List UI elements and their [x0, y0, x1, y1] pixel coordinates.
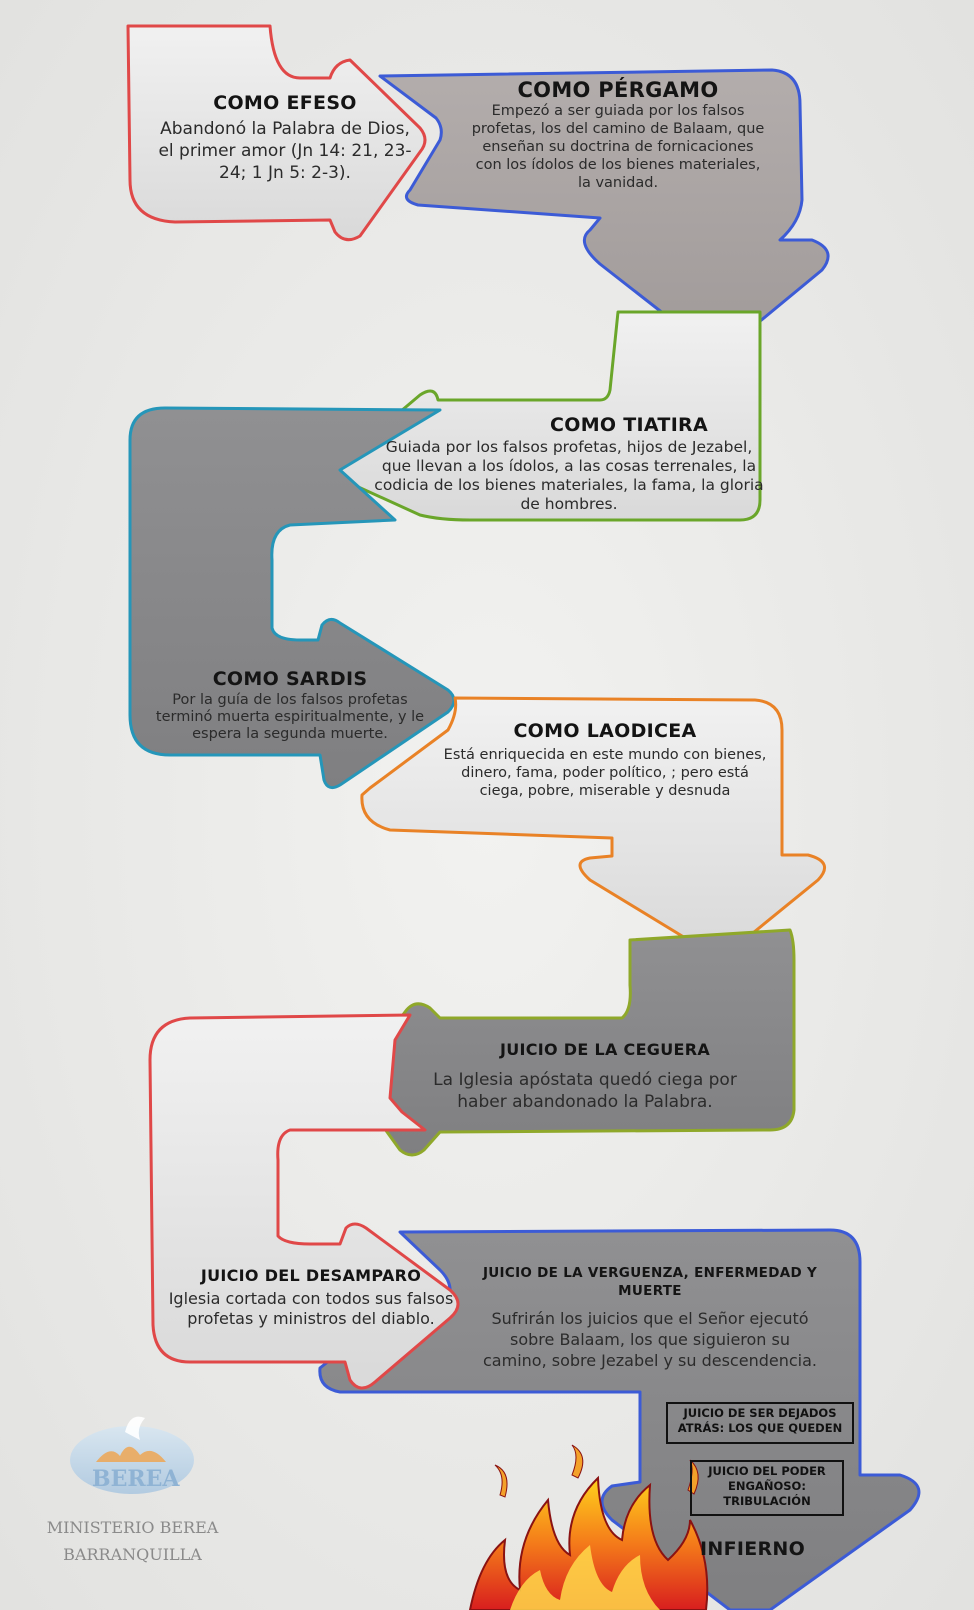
step-ceguera-title: JUICIO DE LA CEGUERA — [499, 1040, 711, 1059]
arrow-desamparo — [148, 1013, 460, 1390]
step-desamparo-title: JUICIO DEL DESAMPARO — [200, 1266, 422, 1285]
step-laodicea-text: Está enriquecida en este mundo con biene… — [443, 747, 767, 799]
box-dejados: JUICIO DE SER DEJADOS ATRÁS: LOS QUE QUE… — [666, 1402, 854, 1444]
step-efeso-text: Abandonó la Palabra de Dios, el primer a… — [158, 119, 412, 183]
step-desamparo: JUICIO DEL DESAMPARO Iglesia cortada con… — [166, 1266, 456, 1329]
step-pergamo-title: COMO PÉRGAMO — [517, 78, 719, 102]
step-tiatira: COMO TIATIRA Guiada por los falsos profe… — [374, 414, 764, 514]
berea-logo — [70, 1416, 194, 1494]
step-laodicea-title: COMO LAODICEA — [513, 720, 697, 742]
step-ceguera-text: La Iglesia apóstata quedó ciega por habe… — [433, 1070, 737, 1112]
step-pergamo-text: Empezó a ser guiada por los falsos profe… — [471, 103, 765, 191]
step-sardis: COMO SARDIS Por la guía de los falsos pr… — [145, 668, 435, 743]
box-poder: JUICIO DEL PODER ENGAÑOSO: TRIBULACIÓN — [690, 1460, 844, 1516]
step-sardis-text: Por la guía de los falsos profetas termi… — [155, 692, 425, 742]
step-desamparo-text: Iglesia cortada con todos sus falsos pro… — [168, 1289, 454, 1328]
step-sardis-title: COMO SARDIS — [212, 668, 368, 690]
step-verguenza-title: JUICIO DE LA VERGUENZA, ENFERMEDAD Y MUE… — [482, 1265, 818, 1299]
logo-line2: BARRANQUILLA — [63, 1545, 202, 1564]
final-infierno: INFIERNO — [700, 1538, 806, 1560]
arrow-laodicea — [360, 696, 827, 958]
step-tiatira-text: Guiada por los falsos profetas, hijos de… — [374, 438, 764, 513]
step-verguenza: JUICIO DE LA VERGUENZA, ENFERMEDAD Y MUE… — [470, 1264, 830, 1371]
step-verguenza-text: Sufrirán los juicios que el Señor ejecut… — [483, 1309, 817, 1370]
fire-illustration — [468, 1444, 709, 1610]
step-efeso-title: COMO EFESO — [213, 92, 357, 114]
step-ceguera: JUICIO DE LA CEGUERA La Iglesia apóstata… — [400, 1040, 770, 1113]
logo-badge-text: BEREA — [92, 1466, 180, 1492]
step-laodicea: COMO LAODICEA Está enriquecida en este m… — [440, 720, 770, 800]
step-efeso: COMO EFESO Abandonó la Palabra de Dios, … — [150, 92, 420, 184]
arrow-efeso — [126, 24, 427, 242]
step-pergamo: COMO PÉRGAMO Empezó a ser guiada por los… — [468, 78, 768, 192]
logo-line1: MINISTERIO BEREA — [46, 1518, 219, 1537]
step-tiatira-title: COMO TIATIRA — [550, 414, 708, 436]
